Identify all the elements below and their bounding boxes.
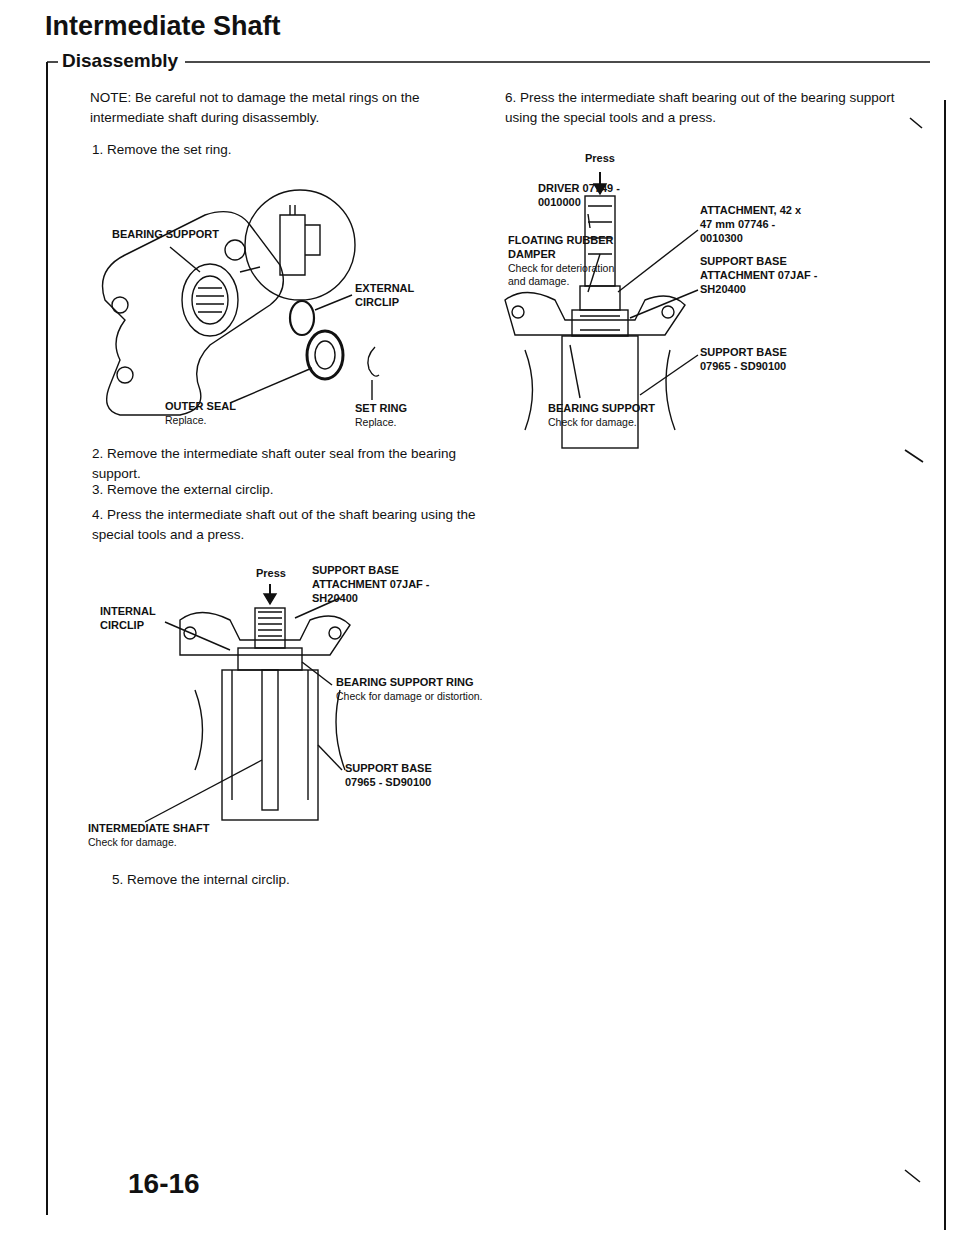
part-label: BEARING SUPPORT [548,402,668,416]
tool-label: SUPPORT BASE ATTACHMENT 07JAF - SH20400 [700,255,820,296]
section-heading: Disassembly [58,49,182,73]
tool-label: ATTACHMENT, 42 x 47 mm 07746 - 0010300 [700,204,810,245]
press-label: Press [585,152,615,166]
tool-label: SUPPORT BASE 07965 - SD90100 [345,762,455,790]
step-text: 1. Remove the set ring. [92,140,452,160]
part-label: BEARING SUPPORT [112,228,222,242]
part-label: EXTERNAL CIRCLIP [355,282,435,310]
tool-label: SUPPORT BASE ATTACHMENT 07JAF - SH20400 [312,564,437,605]
part-label: INTERNAL CIRCLIP [100,605,190,633]
remark-text: Check for damage. [548,416,668,429]
part-label: OUTER SEAL [165,400,255,414]
page-title: Intermediate Shaft [45,10,281,44]
remark-text: Check for deterioration and damage. [508,262,618,288]
part-label: INTERMEDIATE SHAFT [88,822,248,836]
note-text: NOTE: Be careful not to damage the metal… [90,88,480,129]
page-number: 16-16 [128,1166,200,1201]
press-label: Press [256,567,286,581]
step-text: 4. Press the intermediate shaft out of t… [92,505,482,546]
remark-text: Replace. [355,416,435,429]
part-label: BEARING SUPPORT RING [336,676,546,690]
step-text: 2. Remove the intermediate shaft outer s… [92,444,482,485]
tool-label: DRIVER 07749 - 0010000 [538,182,628,210]
step-text: 3. Remove the external circlip. [92,480,482,500]
step-text: 5. Remove the internal circlip. [112,870,472,890]
remark-text: Replace. [165,414,255,427]
remark-text: Check for damage. [88,836,248,849]
tool-label: SUPPORT BASE 07965 - SD90100 [700,346,810,374]
remark-text: Check for damage or distortion. [336,690,546,703]
part-label: SET RING [355,402,435,416]
step-text: 6. Press the intermediate shaft bearing … [505,88,925,129]
part-label: FLOATING RUBBER DAMPER [508,234,618,262]
